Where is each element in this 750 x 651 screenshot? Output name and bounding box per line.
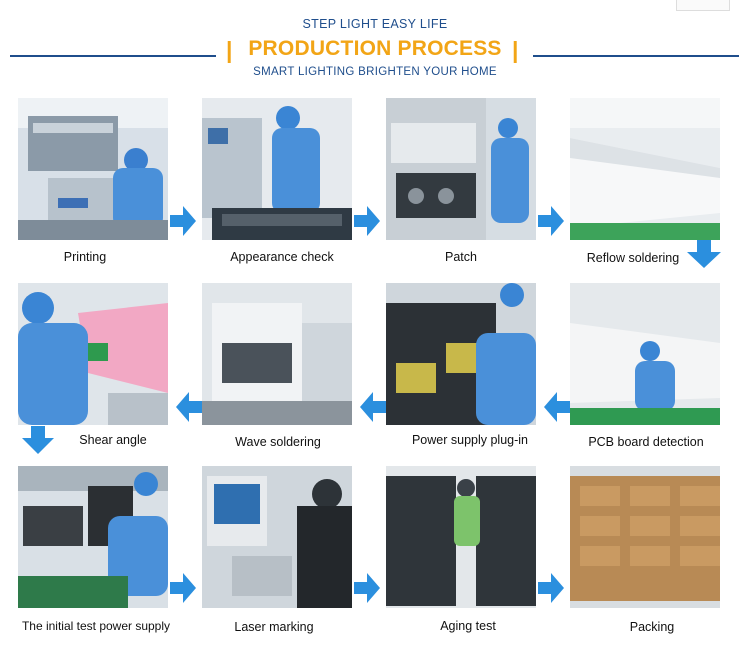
corner-tag xyxy=(676,0,730,11)
arrow-right-icon xyxy=(170,206,196,236)
step-label-reflow-soldering: Reflow soldering xyxy=(586,251,680,265)
step-label-pcb-board-detection: PCB board detection xyxy=(588,435,704,449)
header-left-bar: | xyxy=(226,37,233,63)
arrow-right-icon xyxy=(354,206,380,236)
packing-photo xyxy=(570,466,720,608)
header-left-line xyxy=(10,55,216,57)
arrow-right-icon xyxy=(354,573,380,603)
page-title: PRODUCTION PROCESS xyxy=(248,37,502,60)
step-label-aging-test: Aging test xyxy=(440,619,496,633)
laser-marking-photo xyxy=(202,466,352,608)
printing-photo xyxy=(18,98,168,240)
power-supply-plug-in-photo xyxy=(386,283,536,425)
arrow-right-icon xyxy=(538,206,564,236)
header-right-bar: | xyxy=(512,37,519,63)
step-label-appearance-check: Appearance check xyxy=(230,250,334,264)
aging-test-photo xyxy=(386,466,536,608)
initial-test-photo xyxy=(18,466,168,608)
arrow-left-icon xyxy=(176,392,202,422)
step-label-power-supply-plug-in: Power supply plug-in xyxy=(411,433,529,447)
arrow-left-icon xyxy=(544,392,570,422)
step-label-patch: Patch xyxy=(445,250,477,264)
arrow-right-icon xyxy=(170,573,196,603)
step-label-initial-test: The initial test power supply xyxy=(21,619,171,633)
reflow-soldering-photo xyxy=(570,98,720,240)
header-top-subtitle: STEP LIGHT EASY LIFE xyxy=(302,17,448,31)
step-label-packing: Packing xyxy=(629,620,675,634)
appearance-check-photo xyxy=(202,98,352,240)
arrow-down-icon xyxy=(687,240,721,268)
header-title-row: | PRODUCTION PROCESS | xyxy=(0,34,750,64)
header-right-line xyxy=(533,55,739,57)
step-label-shear-angle: Shear angle xyxy=(79,433,147,447)
step-label-wave-soldering: Wave soldering xyxy=(235,435,321,449)
header-bottom-subtitle: SMART LIGHTING BRIGHTEN YOUR HOME xyxy=(253,66,497,78)
wave-soldering-photo xyxy=(202,283,352,425)
patch-photo xyxy=(386,98,536,240)
shear-angle-photo xyxy=(18,283,168,425)
arrow-right-icon xyxy=(538,573,564,603)
step-label-laser-marking: Laser marking xyxy=(234,620,314,634)
pcb-board-detection-photo xyxy=(570,283,720,425)
step-label-printing: Printing xyxy=(63,250,107,264)
arrow-down-icon xyxy=(22,426,54,454)
arrow-left-icon xyxy=(360,392,386,422)
